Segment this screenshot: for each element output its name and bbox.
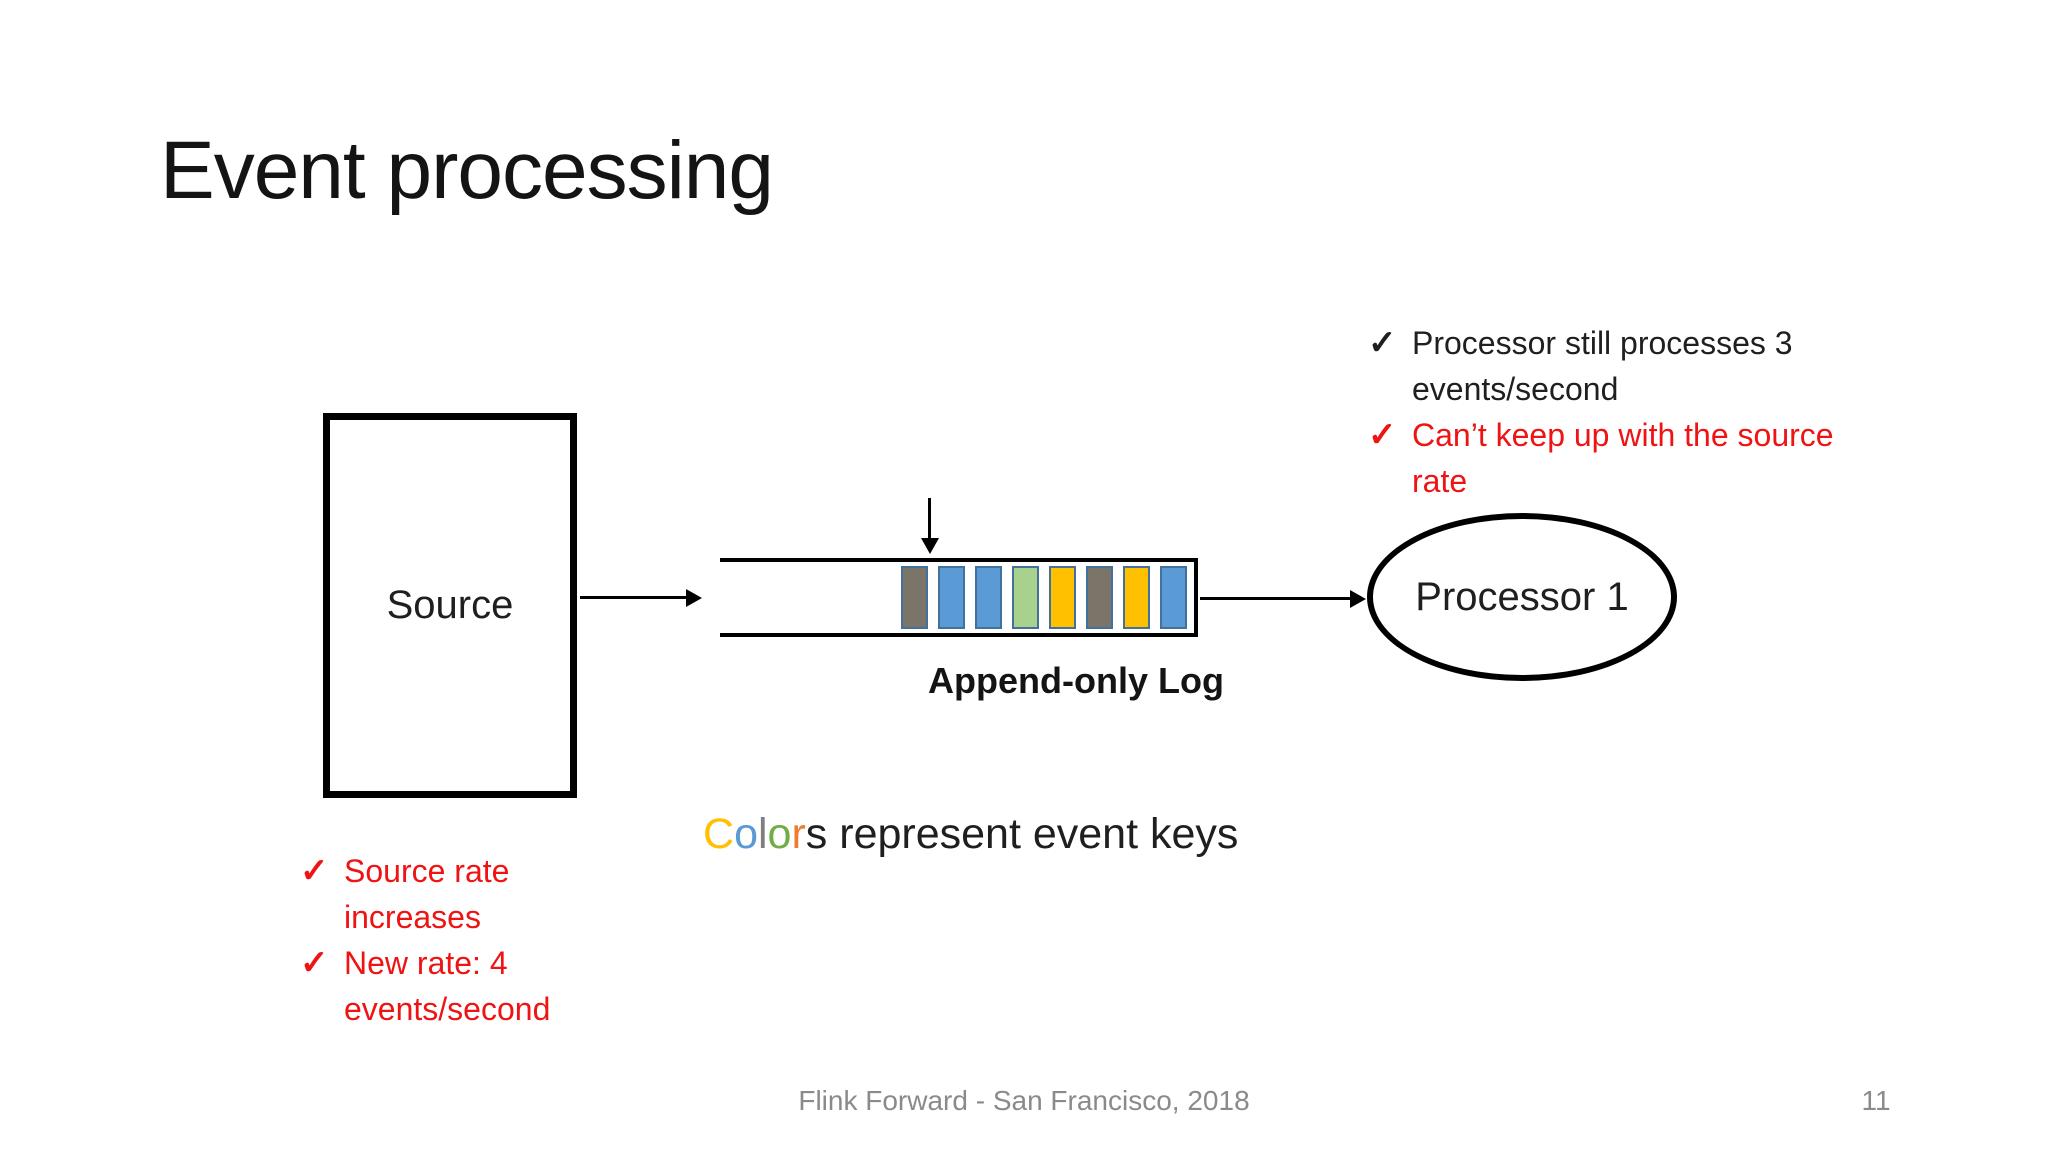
arrow-incoming-event-head — [921, 538, 939, 554]
arrow-incoming-event-line — [928, 498, 931, 538]
event-block — [938, 566, 965, 629]
append-only-log-channel — [720, 558, 1198, 637]
arrow-source-to-log-line — [580, 596, 686, 599]
note-item: ✓ Processor still processes 3 events/sec… — [1368, 320, 1868, 412]
note-text: Can’t keep up with the source rate — [1412, 417, 1834, 499]
note-text: New rate: 4 events/second — [344, 945, 551, 1027]
footer-text: Flink Forward - San Francisco, 2018 — [798, 1085, 1250, 1116]
note-text: Source rate increases — [344, 853, 510, 935]
processor-label: Processor 1 — [1415, 574, 1629, 619]
colors-caption: Colors represent event keys — [703, 810, 1238, 858]
check-icon: ✓ — [300, 852, 329, 890]
caption-letter: o — [767, 810, 792, 858]
event-block — [1049, 566, 1076, 629]
note-text: Processor still processes 3 events/secon… — [1412, 325, 1793, 407]
source-notes: ✓ Source rate increases ✓ New rate: 4 ev… — [300, 848, 600, 1032]
arrow-source-to-log-head — [686, 589, 702, 607]
caption-letter: r — [791, 810, 806, 858]
event-block — [1123, 566, 1150, 629]
caption-letter: o — [734, 810, 758, 858]
caption-letter: l — [757, 810, 768, 858]
processor-ellipse: Processor 1 — [1367, 513, 1677, 681]
note-item: ✓ Can’t keep up with the source rate — [1368, 412, 1868, 504]
note-item: ✓ New rate: 4 events/second — [300, 940, 600, 1032]
caption-rest: s represent event keys — [805, 810, 1239, 858]
processor-notes: ✓ Processor still processes 3 events/sec… — [1368, 320, 1868, 504]
event-block — [901, 566, 928, 629]
page-number: 11 — [1861, 1085, 1891, 1116]
arrow-log-to-processor-head — [1350, 590, 1366, 608]
append-only-log-label: Append-only Log — [928, 660, 1224, 701]
event-block — [975, 566, 1002, 629]
caption-letter: C — [703, 810, 735, 858]
slide-title: Event processing — [160, 125, 774, 216]
event-block — [1086, 566, 1113, 629]
check-icon: ✓ — [1368, 416, 1397, 454]
source-box: Source — [323, 413, 577, 798]
event-block — [1012, 566, 1039, 629]
check-icon: ✓ — [1368, 324, 1397, 362]
arrow-log-to-processor-line — [1200, 597, 1350, 600]
note-item: ✓ Source rate increases — [300, 848, 600, 940]
check-icon: ✓ — [300, 944, 329, 982]
event-block — [1160, 566, 1187, 629]
source-label: Source — [386, 583, 514, 627]
